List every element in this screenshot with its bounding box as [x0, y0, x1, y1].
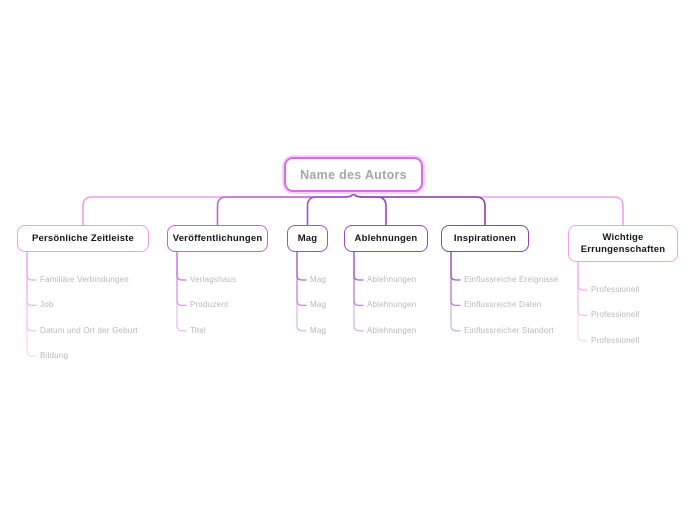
- branch-node-3[interactable]: Ablehnungen: [344, 225, 428, 252]
- sub-item[interactable]: Mag: [310, 275, 327, 284]
- sub-item[interactable]: Titel: [190, 325, 206, 335]
- sub-item[interactable]: Verlagshaus: [190, 275, 237, 284]
- sub-item[interactable]: Ablehnungen: [367, 275, 417, 284]
- sub-item[interactable]: Mag: [310, 300, 327, 310]
- sub-item[interactable]: Ablehnungen: [367, 325, 417, 335]
- sub-item[interactable]: Professionell: [591, 310, 640, 320]
- branch-node-label: Mag: [297, 232, 318, 244]
- branch-node-label: Persönliche Zeitleiste: [31, 232, 135, 244]
- sub-item[interactable]: Familiäre Verbindungen: [40, 275, 129, 284]
- sub-item[interactable]: Datum und Ort der Geburt: [40, 325, 138, 335]
- root-node[interactable]: Name des Autors: [284, 157, 423, 192]
- branch-node-label: Inspirationen: [453, 232, 517, 244]
- branch-node-5[interactable]: Wichtige Errungenschaften: [568, 225, 678, 262]
- branch-node-label: Veröffentlichungen: [172, 232, 263, 244]
- branch-node-2[interactable]: Mag: [287, 225, 328, 252]
- sub-item[interactable]: Einflussreiche Daten: [464, 300, 542, 310]
- branch-node-4[interactable]: Inspirationen: [441, 225, 529, 252]
- sub-item[interactable]: Job: [40, 300, 54, 310]
- branch-node-0[interactable]: Persönliche Zeitleiste: [17, 225, 149, 252]
- branch-node-label: Ablehnungen: [354, 232, 418, 244]
- branch-node-label: Wichtige Errungenschaften: [580, 231, 666, 255]
- sub-item[interactable]: Professionell: [591, 285, 640, 294]
- sub-item[interactable]: Professionell: [591, 335, 640, 345]
- sub-item[interactable]: Mag: [310, 325, 327, 335]
- sub-item[interactable]: Einflussreicher Standort: [464, 325, 554, 335]
- sub-item[interactable]: Ablehnungen: [367, 300, 417, 310]
- sub-item[interactable]: Bildung: [40, 351, 69, 361]
- branch-node-1[interactable]: Veröffentlichungen: [167, 225, 268, 252]
- root-node-label: Name des Autors: [300, 167, 407, 182]
- sub-item[interactable]: Einflussreiche Ereignisse: [464, 275, 559, 284]
- sub-item[interactable]: Produzent: [190, 300, 229, 310]
